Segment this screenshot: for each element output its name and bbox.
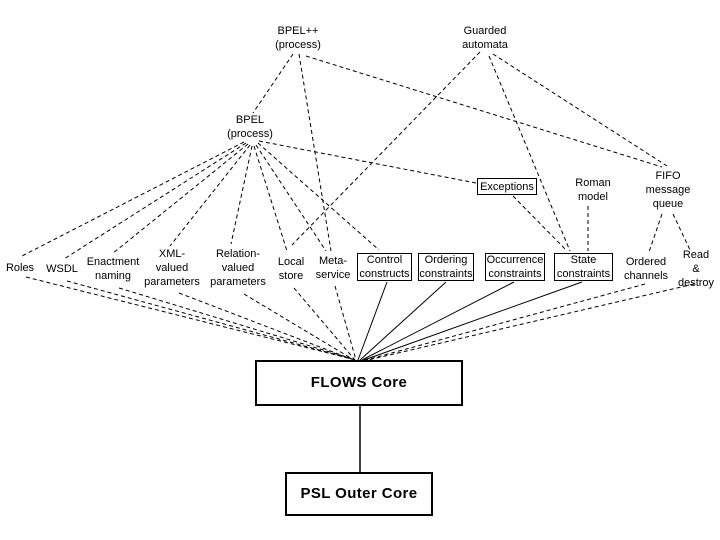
node-read-destroy: Read & destroy — [677, 249, 715, 289]
edge-meta-service-to-flows-core — [334, 285, 357, 361]
edge-fifo-message-queue-to-read-destroy — [672, 213, 692, 253]
node-xml-valued-parameters: XML- valued parameters — [144, 248, 200, 288]
node-roles: Roles — [5, 262, 35, 274]
node-local-store: Local store — [277, 256, 305, 282]
node-bpel: BPEL (process) — [227, 114, 273, 140]
edge-guarded-automata-to-local-store — [291, 51, 481, 246]
node-ordered-channels: Ordered channels — [623, 256, 669, 282]
node-exceptions: Exceptions — [477, 178, 537, 195]
edge-read-destroy-to-flows-core — [367, 283, 695, 361]
edge-guarded-automata-to-fifo-message-queue — [492, 53, 668, 167]
node-flows-core: FLOWS Core — [255, 360, 463, 406]
edge-bpel-plus-plus-to-bpel — [252, 53, 294, 114]
edge-bpel-to-relation-valued-parameters — [230, 145, 253, 245]
node-meta-service: Meta- service — [315, 255, 351, 281]
node-fifo-message-queue: FIFO message queue — [645, 170, 691, 210]
edge-occurrence-constraints-to-flows-core — [361, 281, 515, 361]
node-psl-outer-core: PSL Outer Core — [285, 472, 433, 516]
edge-state-constraints-to-flows-core — [363, 281, 583, 361]
edge-relation-valued-parameters-to-flows-core — [243, 293, 355, 361]
edge-roles-to-flows-core — [25, 276, 353, 360]
node-bpel-plus-plus: BPEL++ (process) — [275, 25, 321, 51]
edge-ordered-channels-to-flows-core — [365, 283, 646, 361]
edge-exceptions-to-state-constraints — [512, 195, 568, 252]
node-enactment-naming: Enactment naming — [86, 256, 140, 282]
edge-xml-valued-parameters-to-flows-core — [178, 292, 355, 361]
node-occurrence-constraints: Occurrence constraints — [485, 253, 545, 281]
edge-enactment-naming-to-flows-core — [118, 287, 354, 360]
node-guarded-automata: Guarded automata — [462, 25, 508, 51]
edge-bpel-to-meta-service — [255, 144, 327, 252]
node-wsdl: WSDL — [46, 263, 78, 275]
node-ordering-constraints: Ordering constraints — [418, 253, 474, 281]
node-state-constraints: State constraints — [554, 253, 613, 281]
edge-local-store-to-flows-core — [293, 287, 356, 361]
node-relation-valued-parameters: Relation- valued parameters — [210, 248, 266, 288]
edge-bpel-to-enactment-naming — [111, 143, 249, 255]
node-roman-model: Roman model — [575, 177, 611, 203]
edge-fifo-message-queue-to-ordered-channels — [648, 213, 663, 253]
edge-bpel-plus-plus-to-meta-service — [298, 53, 332, 252]
edge-wsdl-to-flows-core — [66, 280, 353, 360]
edge-guarded-automata-to-state-constraints — [488, 55, 571, 252]
edge-ordering-constraints-to-flows-core — [359, 281, 447, 361]
edge-bpel-plus-plus-to-fifo-message-queue — [305, 55, 663, 168]
edge-bpel-to-wsdl — [63, 142, 247, 260]
edge-bpel-to-local-store — [253, 145, 288, 252]
edge-bpel-to-control-constructs — [257, 142, 380, 251]
edge-bpel-to-exceptions — [258, 140, 477, 184]
node-control-constructs: Control constructs — [357, 253, 412, 281]
edge-control-constructs-to-flows-core — [357, 281, 388, 361]
edge-bpel-to-roles — [21, 141, 245, 257]
edge-bpel-to-xml-valued-parameters — [169, 144, 251, 247]
